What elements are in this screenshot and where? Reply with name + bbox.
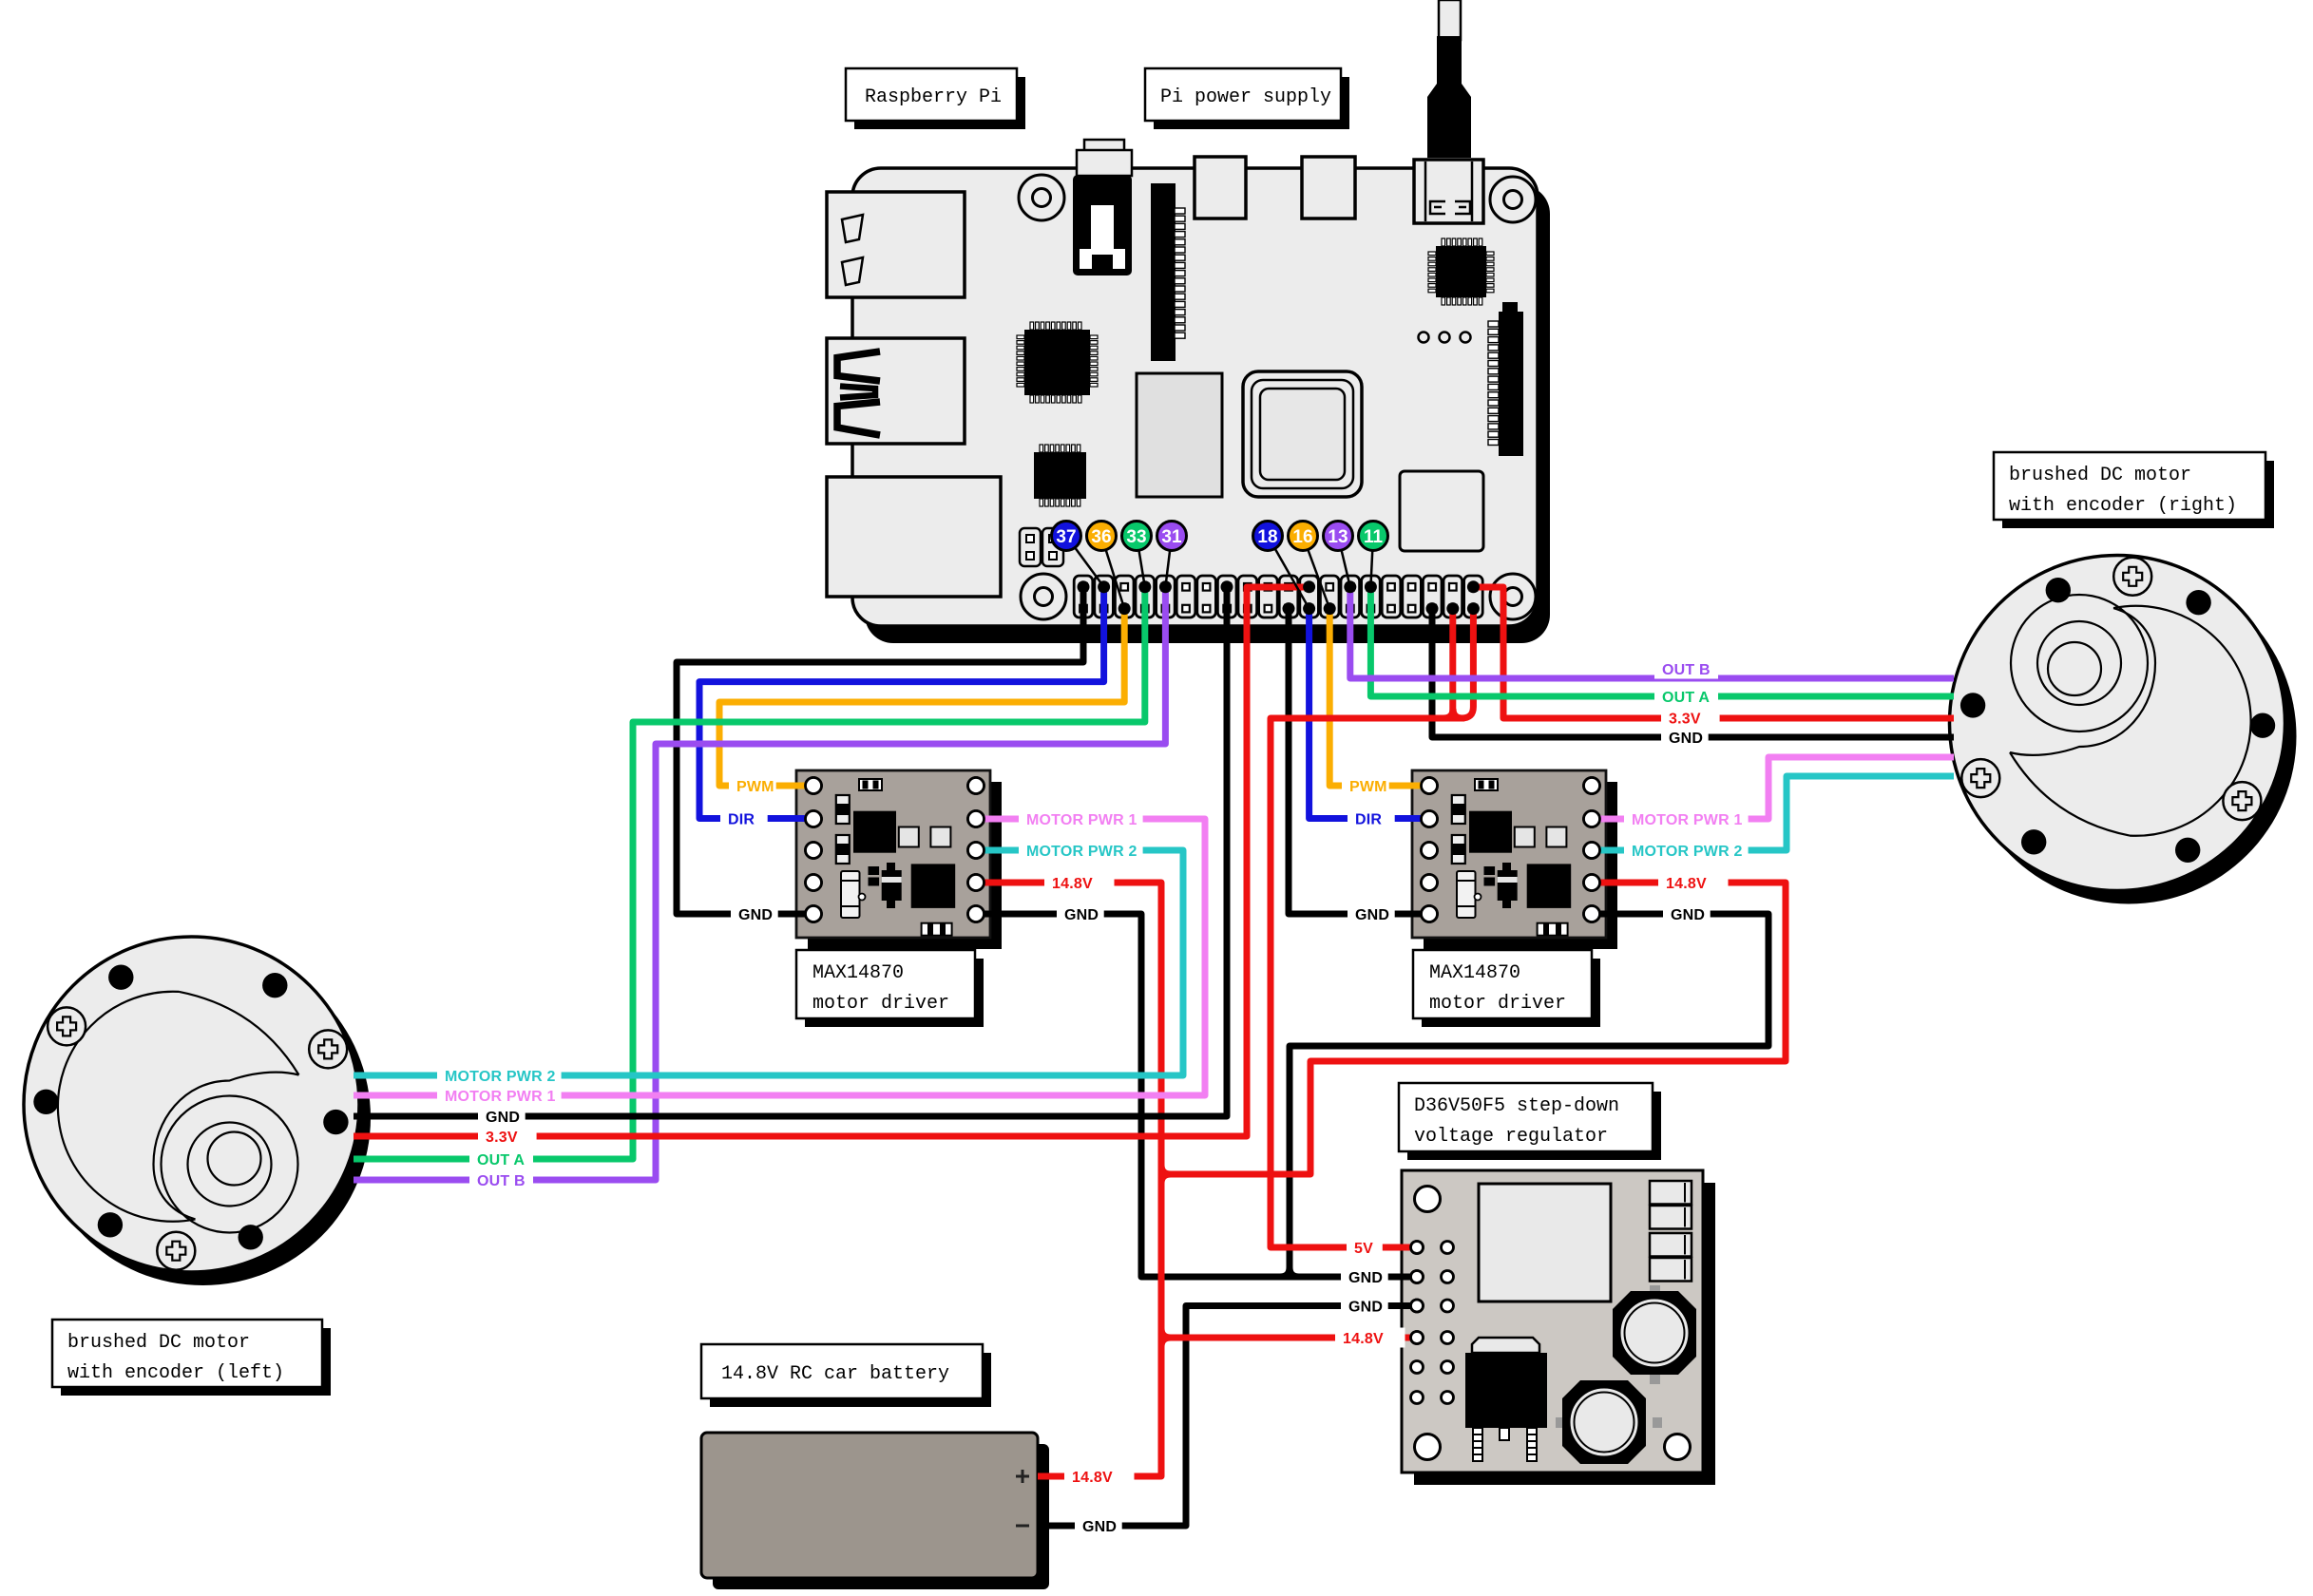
svg-text:GND: GND: [1348, 1270, 1383, 1286]
svg-text:3.3V: 3.3V: [1669, 712, 1701, 728]
svg-text:brushed DC motor: brushed DC motor: [67, 1332, 250, 1354]
svg-text:18: 18: [1257, 527, 1277, 547]
svg-text:3.3V: 3.3V: [486, 1130, 518, 1146]
svg-text:16: 16: [1292, 527, 1312, 547]
svg-text:GND: GND: [1355, 907, 1389, 923]
svg-text:MOTOR PWR 1: MOTOR PWR 1: [445, 1089, 556, 1105]
svg-text:MOTOR PWR 1: MOTOR PWR 1: [1632, 812, 1743, 828]
svg-text:MOTOR PWR 2: MOTOR PWR 2: [1632, 844, 1743, 860]
svg-text:DIR: DIR: [728, 812, 755, 828]
svg-text:14.8V: 14.8V: [1052, 876, 1093, 892]
svg-text:Raspberry Pi: Raspberry Pi: [865, 86, 1002, 108]
svg-text:voltage regulator: voltage regulator: [1414, 1126, 1608, 1148]
svg-text:14.8V: 14.8V: [1343, 1331, 1384, 1347]
svg-text:MOTOR PWR 2: MOTOR PWR 2: [1026, 844, 1137, 860]
svg-text:GND: GND: [1064, 907, 1099, 923]
svg-text:MAX14870: MAX14870: [812, 962, 904, 984]
svg-text:motor driver: motor driver: [812, 993, 949, 1015]
svg-text:OUT B: OUT B: [477, 1173, 526, 1189]
svg-text:DIR: DIR: [1355, 812, 1382, 828]
svg-text:PWM: PWM: [736, 779, 774, 795]
svg-text:11: 11: [1364, 527, 1384, 547]
svg-text:OUT A: OUT A: [1662, 690, 1710, 706]
svg-text:33: 33: [1126, 527, 1146, 547]
svg-text:MAX14870: MAX14870: [1429, 962, 1520, 984]
svg-text:with encoder (right): with encoder (right): [2009, 495, 2237, 517]
svg-text:GND: GND: [1348, 1300, 1383, 1316]
svg-text:motor driver: motor driver: [1429, 993, 1566, 1015]
svg-text:OUT B: OUT B: [1662, 662, 1711, 678]
svg-text:OUT A: OUT A: [477, 1152, 525, 1168]
svg-text:D36V50F5 step-down: D36V50F5 step-down: [1414, 1095, 1619, 1117]
svg-text:5V: 5V: [1354, 1241, 1373, 1257]
svg-text:37: 37: [1056, 527, 1076, 547]
svg-text:MOTOR PWR 2: MOTOR PWR 2: [445, 1069, 556, 1085]
svg-text:MOTOR PWR 1: MOTOR PWR 1: [1026, 812, 1137, 828]
svg-text:GND: GND: [486, 1110, 520, 1126]
svg-text:GND: GND: [738, 907, 773, 923]
svg-text:31: 31: [1161, 527, 1182, 547]
svg-text:13: 13: [1328, 527, 1348, 547]
svg-text:GND: GND: [1671, 907, 1705, 923]
svg-text:PWM: PWM: [1349, 779, 1387, 795]
svg-text:brushed DC motor: brushed DC motor: [2009, 465, 2191, 486]
svg-text:Pi power supply: Pi power supply: [1160, 86, 1331, 108]
svg-text:14.8V: 14.8V: [1666, 876, 1707, 892]
svg-text:GND: GND: [1669, 731, 1703, 747]
svg-text:14.8V: 14.8V: [1072, 1470, 1113, 1486]
svg-text:GND: GND: [1082, 1519, 1117, 1535]
svg-text:14.8V RC car battery: 14.8V RC car battery: [721, 1363, 949, 1385]
svg-text:36: 36: [1091, 527, 1111, 547]
svg-text:with encoder (left): with encoder (left): [67, 1362, 284, 1384]
